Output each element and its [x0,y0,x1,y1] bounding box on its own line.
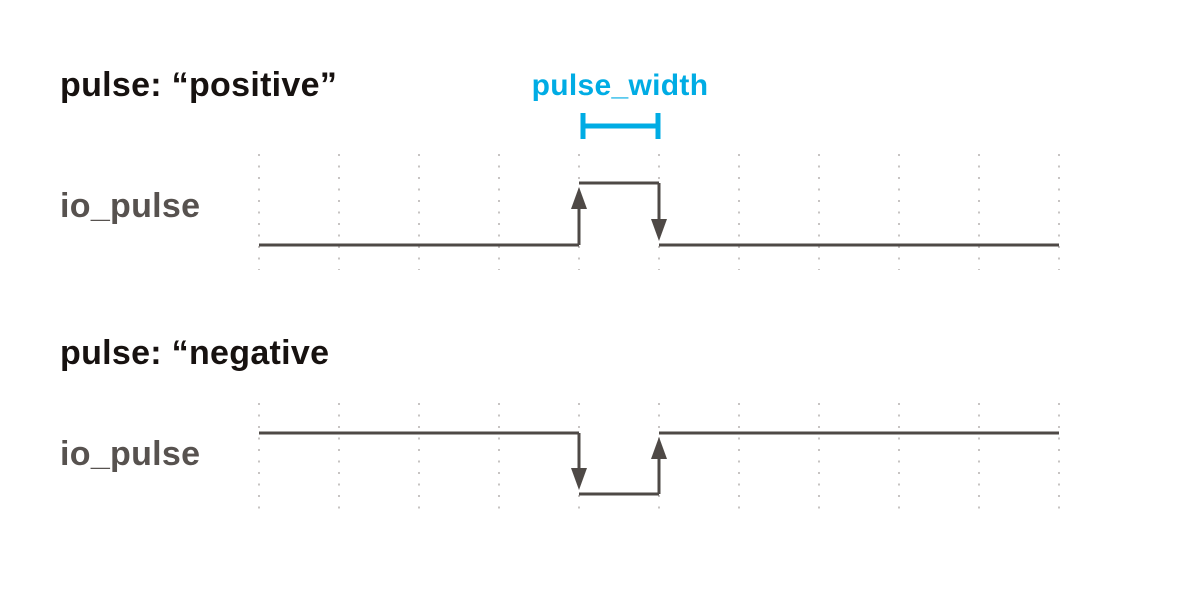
waveform-positive-pulse [258,154,1060,270]
pulse-width-bracket [580,113,661,139]
signal-label-io-pulse-top: io_pulse [60,187,201,225]
signal-label-io-pulse-bottom: io_pulse [60,435,201,473]
section-title-positive: pulse: “positive” [60,66,338,104]
waveform-negative-pulse [258,403,1060,517]
pulse-width-label: pulse_width [531,69,709,102]
section-title-negative: pulse: “negative [60,334,330,372]
